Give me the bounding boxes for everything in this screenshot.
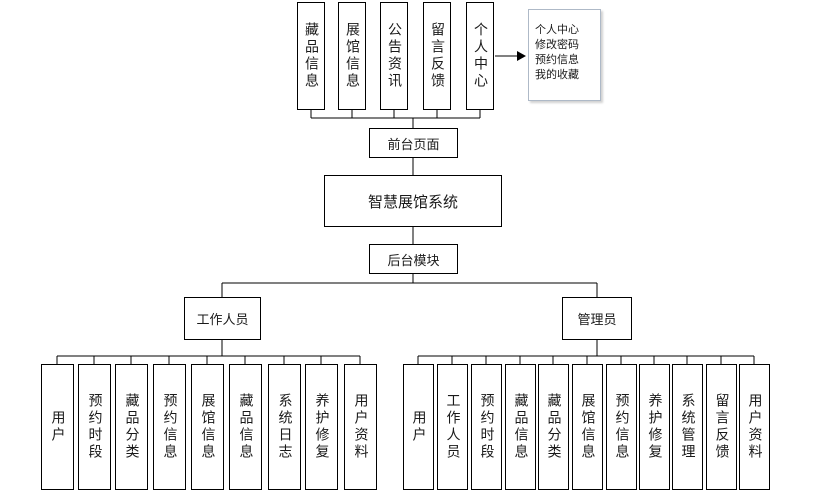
admin-module-feedback: 留言反馈 — [706, 364, 737, 490]
admin-module-maintenance: 养护修复 — [639, 364, 670, 490]
note-item: 预约信息 — [535, 53, 579, 66]
admin-module-profile: 用户资料 — [739, 364, 770, 490]
front-module-collection-info: 藏品信息 — [297, 2, 325, 110]
staff-module-maintenance: 养护修复 — [305, 364, 338, 490]
admin-module-hall-info: 展馆信息 — [572, 364, 603, 490]
staff-module-users: 用户 — [41, 364, 74, 490]
staff-module-system-log: 系统日志 — [268, 364, 301, 490]
note-item: 修改密码 — [535, 38, 579, 51]
system-title-box: 智慧展馆系统 — [324, 175, 502, 227]
staff-module-collection-info: 藏品信息 — [229, 364, 262, 490]
personal-center-note: 个人中心 修改密码 预约信息 我的收藏 — [528, 9, 601, 101]
admin-module-collection-category: 藏品分类 — [538, 364, 569, 490]
admin-module-booking-info: 预约信息 — [606, 364, 637, 490]
admin-module-system-management: 系统管理 — [672, 364, 703, 490]
staff-module-booking-info: 预约信息 — [153, 364, 186, 490]
staff-module-collection-category: 藏品分类 — [115, 364, 148, 490]
backend-hub-box: 后台模块 — [369, 244, 458, 274]
front-module-hall-info: 展馆信息 — [338, 2, 366, 110]
front-module-personal-center: 个人中心 — [466, 2, 494, 110]
staff-role-box: 工作人员 — [184, 297, 261, 340]
admin-role-box: 管理员 — [562, 297, 632, 340]
admin-module-booking-slots: 预约时段 — [471, 364, 502, 490]
admin-module-users: 用户 — [403, 364, 434, 490]
note-item: 个人中心 — [535, 23, 579, 36]
staff-module-booking-slots: 预约时段 — [78, 364, 111, 490]
admin-module-staff: 工作人员 — [437, 364, 468, 490]
front-module-feedback: 留言反馈 — [423, 2, 451, 110]
note-item: 我的收藏 — [535, 68, 579, 81]
staff-module-profile: 用户资料 — [344, 364, 377, 490]
staff-module-hall-info: 展馆信息 — [191, 364, 224, 490]
admin-module-collection-info: 藏品信息 — [505, 364, 536, 490]
front-module-announcements: 公告资讯 — [380, 2, 408, 110]
frontend-hub-box: 前台页面 — [369, 128, 458, 158]
